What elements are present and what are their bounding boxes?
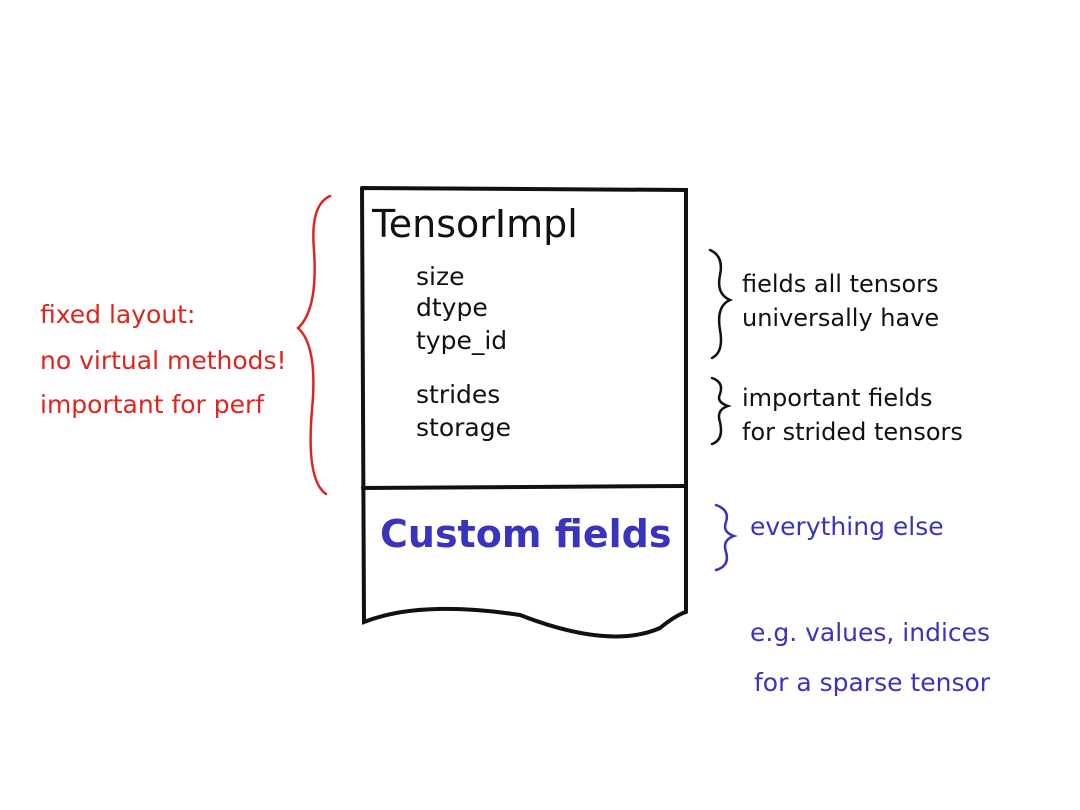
brace-custom (714, 503, 738, 572)
strided-note-2: for strided tensors (742, 418, 963, 446)
universal-note-1: fields all tensors (742, 270, 939, 298)
example-note-1: e.g. values, indices (750, 618, 991, 647)
field-strides: strides (416, 380, 501, 409)
strided-note-1: important fields (742, 384, 933, 412)
brace-fixed-layout (296, 194, 332, 496)
universal-note-2: universally have (742, 304, 940, 332)
custom-fields-label: Custom fields (380, 512, 672, 556)
brace-universal (708, 248, 734, 360)
box-divider (361, 484, 686, 490)
brace-strided (710, 376, 732, 446)
custom-note: everything else (750, 512, 944, 541)
fixed-layout-note-2: no virtual methods! (40, 346, 287, 375)
field-storage: storage (416, 413, 511, 442)
field-type-id: type_id (416, 326, 508, 355)
fixed-layout-note-3: important for perf (40, 390, 265, 419)
box-title: TensorImpl (372, 202, 578, 246)
example-note-2: for a sparse tensor (754, 668, 991, 697)
field-dtype: dtype (416, 293, 488, 322)
box-outline (360, 186, 688, 639)
fixed-layout-note-1: fixed layout: (40, 300, 196, 329)
field-size: size (416, 262, 465, 291)
